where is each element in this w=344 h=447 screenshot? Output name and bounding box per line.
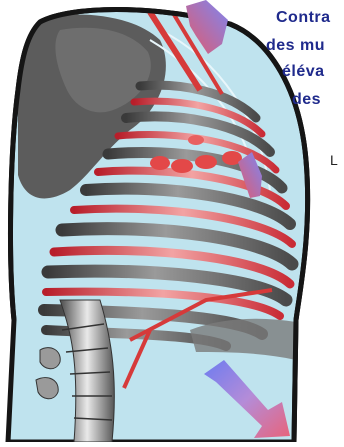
caption-line-4: des <box>292 90 321 110</box>
caption-line-2: des mu <box>266 36 325 56</box>
caption-line-3: éléva <box>282 62 325 82</box>
side-letter: L <box>330 152 338 168</box>
caption-line-1: Contra <box>276 8 331 28</box>
